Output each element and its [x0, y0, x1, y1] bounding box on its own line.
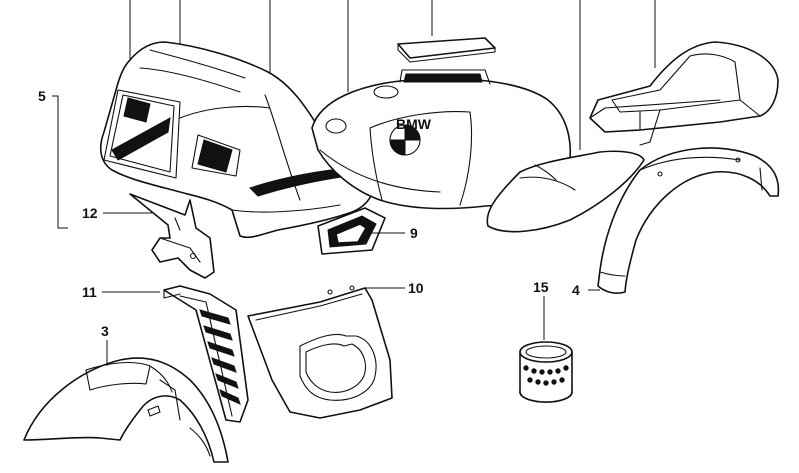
top-leader-lines: [129, 0, 656, 150]
filter-part-15: [519, 341, 573, 403]
callout-5: 5: [38, 88, 68, 229]
filter-perforations: [523, 365, 569, 386]
bracket-part-12: [129, 193, 215, 279]
callout-label-5: 5: [38, 88, 46, 104]
seat-tail-piece: [589, 41, 779, 146]
side-cover: [486, 150, 645, 233]
tank-logo-text: BMW: [396, 116, 432, 132]
callout-3: 3: [101, 323, 109, 366]
callout-label-12: 12: [82, 205, 98, 221]
callout-15: 15: [533, 279, 549, 340]
callout-9: 9: [372, 225, 418, 241]
callout-10: 10: [365, 280, 424, 296]
fuel-tank: BMW: [311, 69, 572, 210]
callout-12: 12: [82, 205, 152, 221]
callout-label-10: 10: [408, 280, 424, 296]
radiator-grille-slats: [199, 309, 241, 405]
callout-4: 4: [572, 282, 600, 298]
callout-label-11: 11: [82, 284, 97, 300]
tank-cover-piece: [397, 37, 496, 63]
air-duct-part-9: [317, 207, 386, 255]
lower-panel-part-10: [247, 285, 393, 419]
front-fender-part-3: [23, 357, 229, 463]
callout-label-15: 15: [533, 279, 549, 295]
rear-fender-part-4: [597, 147, 780, 294]
callout-label-3: 3: [101, 323, 109, 339]
fairing-part-5: [99, 41, 375, 239]
radiator-guard-part-11: [163, 285, 249, 423]
callout-label-9: 9: [410, 225, 418, 241]
callout-label-4: 4: [572, 282, 580, 298]
callout-11: 11: [82, 284, 160, 300]
